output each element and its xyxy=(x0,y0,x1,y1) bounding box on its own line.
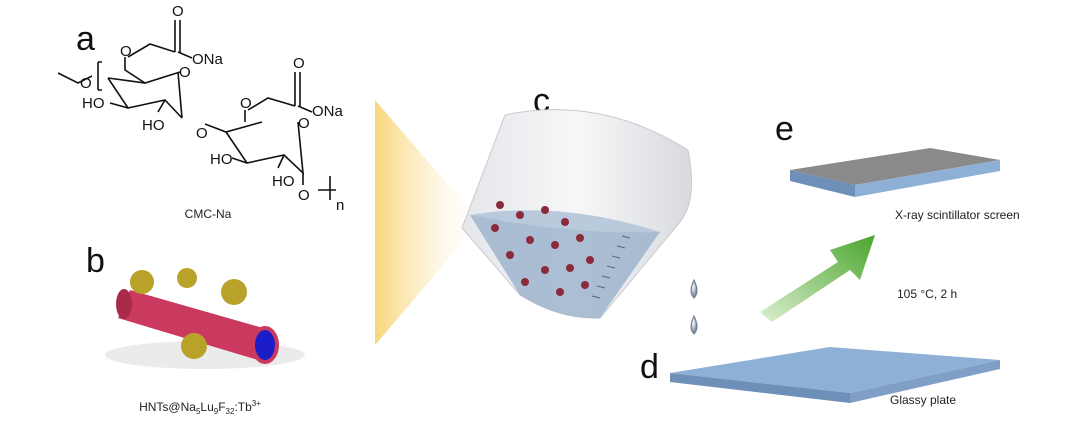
panel-label-b: b xyxy=(86,242,105,280)
atom-label: O xyxy=(196,125,208,142)
liquid xyxy=(470,214,660,319)
atom-label: O xyxy=(172,3,184,20)
cmc-na-atom-labels: a O O O ONa O HO HO O O O ONa O HO HO O … xyxy=(76,3,344,221)
scintillator-screen xyxy=(790,148,1000,197)
atom-label: O xyxy=(293,55,305,72)
cmc-na-caption: CMC-Na xyxy=(185,207,232,221)
glassy-plate xyxy=(670,347,1000,403)
cmc-na-structure xyxy=(57,20,336,200)
beaker xyxy=(461,109,693,319)
process-arrow xyxy=(760,235,875,322)
atom-label: ONa xyxy=(192,51,224,68)
atom-label: O xyxy=(80,75,92,92)
atom-label: HO xyxy=(272,173,295,190)
atom-label: ONa xyxy=(312,103,344,120)
droplet-icon xyxy=(690,314,698,335)
atom-label: O xyxy=(298,187,310,204)
atom-label: HO xyxy=(82,95,105,112)
atom-label: HO xyxy=(142,117,165,134)
screen-caption: X-ray scintillator screen xyxy=(895,208,1020,222)
hnts-caption: HNTs@Na5Lu9F32:Tb3+ xyxy=(139,399,261,416)
atom-label: O xyxy=(179,64,191,81)
panel-label-a: a xyxy=(76,20,95,58)
panel-label-e: e xyxy=(775,110,794,148)
repeat-unit-n: n xyxy=(336,197,344,214)
atom-label: O xyxy=(298,115,310,132)
atom-label: HO xyxy=(210,151,233,168)
hnts-nanotube-illustration xyxy=(105,268,305,369)
light-cone xyxy=(375,100,480,345)
condition-text: 105 °C, 2 h xyxy=(897,287,957,301)
droplet-icon xyxy=(690,278,698,299)
glassy-plate-caption: Glassy plate xyxy=(890,393,956,407)
panel-label-d: d xyxy=(640,348,659,386)
atom-label: O xyxy=(120,43,132,60)
atom-label: O xyxy=(240,95,252,112)
